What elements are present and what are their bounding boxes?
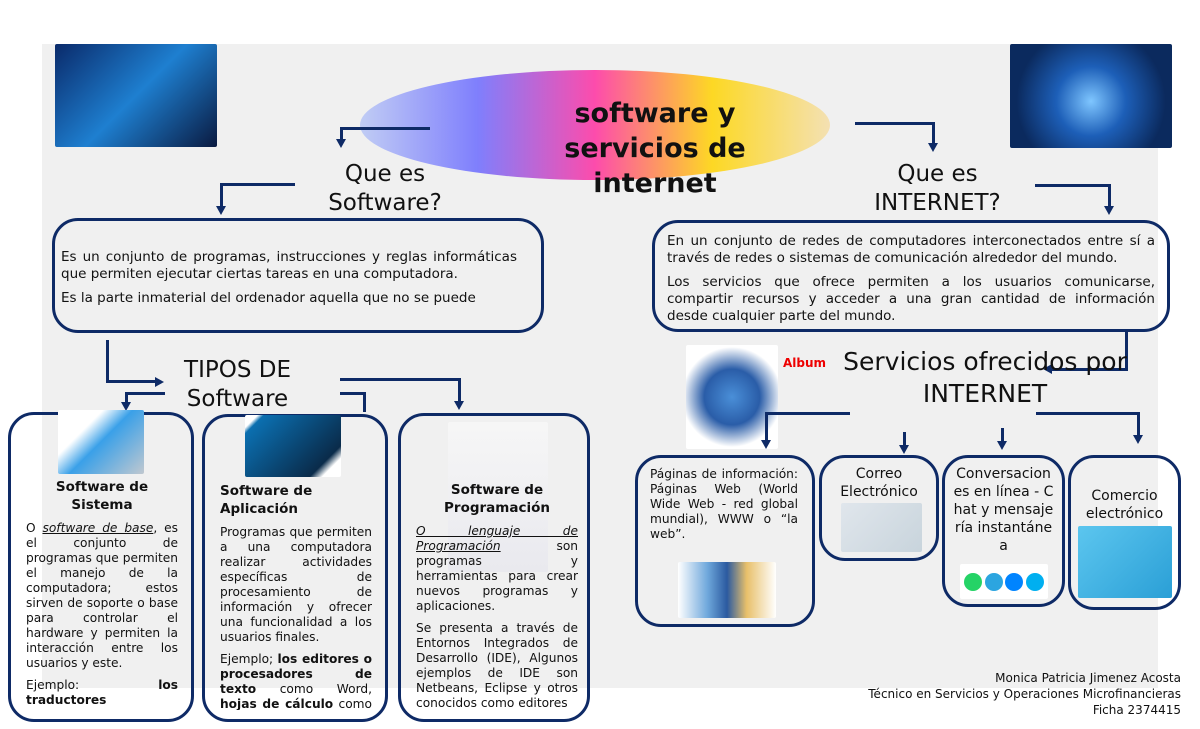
software-definition-box: Es un conjunto de programas, instruccion… — [52, 218, 544, 333]
application-software-content: Software de Aplicación Programas que per… — [220, 483, 372, 710]
software-definition-2: Es la parte inmaterial del ordenador aqu… — [61, 290, 476, 306]
main-title: software y servicios de internet — [564, 98, 746, 199]
what-is-internet-heading: Que es INTERNET? — [874, 161, 1001, 216]
programming-software-title: Software de Programación — [444, 482, 550, 516]
email-apps-image — [841, 503, 922, 552]
internet-services-globe-image — [686, 345, 778, 449]
author-footer: Monica Patricia Jimenez Acosta Técnico e… — [780, 670, 1181, 718]
messaging-apps-icons — [960, 564, 1048, 599]
service-chat-label: Conversaciones en línea - Chat y mensaje… — [953, 466, 1054, 554]
messenger-icon — [1005, 572, 1024, 591]
programming-software-content: Software de Programación O lenguaje de P… — [416, 482, 578, 709]
service-email-label: Correo Electrónico — [840, 466, 918, 500]
internet-definition-2: Los servicios que ofrece permiten a los … — [667, 274, 1155, 324]
telegram-icon — [984, 572, 1003, 591]
whatsapp-icon — [964, 572, 983, 591]
laptop-apps-image — [58, 410, 144, 474]
what-is-software-heading: Que es Software? — [328, 161, 442, 216]
service-web-pages — [635, 455, 815, 627]
software-types-heading: TIPOS DE Software — [184, 357, 291, 412]
system-software-content: Software de Sistema O software de base, … — [26, 479, 178, 707]
programming-software-card — [398, 413, 590, 722]
service-ecommerce-label: Comercio electrónico — [1085, 488, 1164, 522]
author-ficha: Ficha 2374415 — [1092, 703, 1181, 717]
monitor-apps-image — [245, 415, 341, 477]
album-overlay-label: Album — [783, 356, 827, 370]
software-definition-1: Es un conjunto de programas, instruccion… — [61, 249, 517, 282]
service-chat — [942, 455, 1065, 607]
internet-definition-box: En un conjunto de redes de computadores … — [652, 220, 1170, 332]
author-name: Monica Patricia Jimenez Acosta — [995, 671, 1181, 685]
service-web-pages-label: Páginas de información: Páginas Web (Wor… — [650, 467, 798, 541]
globe-network-image-right — [1010, 44, 1172, 148]
web-pages-image — [678, 562, 776, 618]
color-splash-image — [360, 70, 830, 180]
internet-definition-1: En un conjunto de redes de computadores … — [667, 233, 1155, 266]
service-email — [819, 455, 939, 561]
application-software-title: Software de Aplicación — [220, 483, 313, 517]
system-software-title: Software de Sistema — [55, 479, 149, 513]
ecommerce-image — [1078, 526, 1172, 598]
tech-image-left — [55, 44, 217, 147]
service-ecommerce — [1068, 455, 1181, 610]
author-program: Técnico en Servicios y Operaciones Micro… — [868, 687, 1181, 701]
skype-icon — [1025, 572, 1044, 591]
services-heading: Servicios ofrecidos por INTERNET — [843, 347, 1127, 408]
programming-languages-image — [448, 422, 548, 572]
